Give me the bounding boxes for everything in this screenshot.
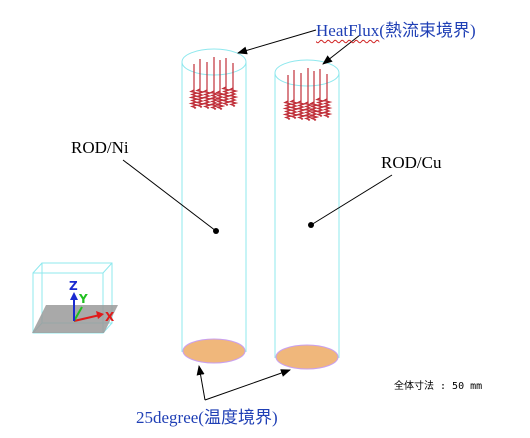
axis-z-arrow — [70, 292, 78, 300]
heatflux-arrow-head-cu-6 — [321, 98, 333, 118]
heatflux-leader-ni — [237, 29, 317, 55]
axis-z-label: Z — [69, 279, 78, 293]
axis-y-line — [73, 306, 83, 322]
overall-dimension-label: 全体寸法 : 50 mm — [394, 381, 483, 392]
heatflux-arrow-head-cu-0 — [282, 100, 294, 120]
heatflux-label-jp: (熱流束境界) — [379, 21, 476, 40]
rod-ni-leader — [122, 159, 217, 232]
heatflux-arrow-head-ni-6 — [227, 87, 239, 107]
rod-ni — [181, 48, 247, 364]
rod-cu — [274, 59, 340, 370]
heatflux-arrow-head-cu-1 — [288, 99, 300, 119]
rod-cu-leader — [310, 174, 393, 226]
axis-x-arrow — [96, 311, 104, 319]
rod-cu-heatflux-arrows — [282, 68, 333, 121]
temp-leader-ni — [196, 365, 206, 401]
heatflux-label-en: HeatFlux — [316, 21, 380, 40]
temperature-boundary-label: 25degree(温度境界) — [136, 408, 278, 427]
heatflux-arrow-head-ni-5 — [220, 86, 232, 106]
heatflux-arrow-head-ni-2 — [201, 89, 213, 109]
rod-cu-top-ellipse — [274, 59, 340, 87]
heatflux-arrow-head-ni-3 — [208, 90, 220, 110]
rod-cu-label: ROD/Cu — [381, 153, 442, 172]
axis-x-line — [73, 314, 101, 322]
rod-ni-label: ROD/Ni — [71, 138, 129, 157]
heatflux-label: HeatFlux(熱流束境界) — [316, 16, 476, 41]
axis-triad: X Y Z — [32, 262, 118, 334]
rod-cu-bottom-disk — [275, 344, 339, 370]
heatflux-leader-cu — [322, 34, 361, 65]
heatflux-arrow-head-ni-0 — [188, 89, 200, 109]
heatflux-arrow-head-cu-2 — [295, 100, 307, 120]
temp-leader-cu — [204, 369, 291, 401]
heatflux-arrow-head-cu-3 — [302, 101, 314, 121]
rod-ni-heatflux-arrows — [188, 57, 239, 110]
heatflux-arrow-head-cu-5 — [314, 97, 326, 117]
rod-ni-bottom-disk — [182, 338, 246, 364]
axis-x-label: X — [105, 310, 115, 324]
axis-y-label: Y — [78, 292, 88, 306]
heatflux-arrow-head-ni-1 — [194, 88, 206, 108]
